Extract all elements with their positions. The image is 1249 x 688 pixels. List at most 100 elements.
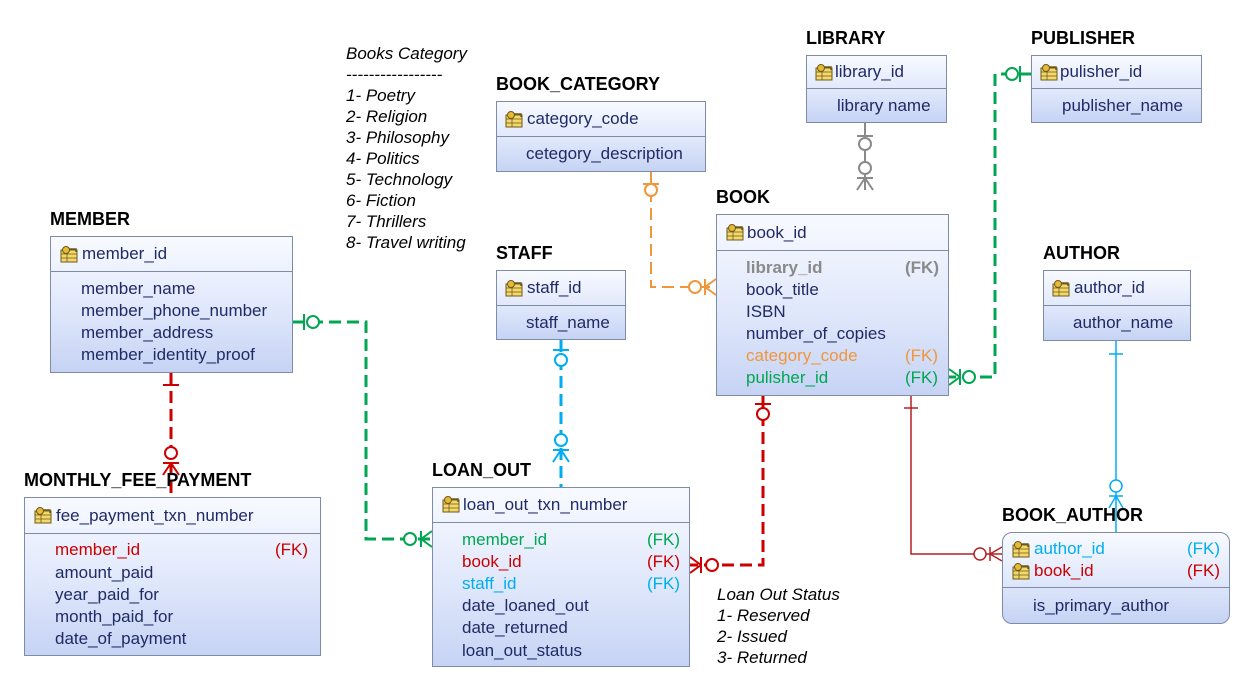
note-item: 1- Poetry <box>346 86 415 105</box>
note-item: 1- Reserved <box>717 606 810 625</box>
attr-member-name: member_name <box>81 279 196 298</box>
entity-title: STAFF <box>496 243 553 263</box>
fk-tag-author: (FK) <box>1187 539 1221 558</box>
attr-staff-name: staff_name <box>526 313 610 332</box>
entity-library[interactable]: LIBRARY library_id library name <box>806 28 947 123</box>
pk-category-code: category_code <box>527 109 639 128</box>
pk-fk-author-id: author_id <box>1034 539 1105 558</box>
note-books-category: Books Category ----------------- 1- Poet… <box>346 43 467 253</box>
key-table-icon <box>1012 563 1030 580</box>
fk-tag-staff: (FK) <box>647 574 681 593</box>
rel-book-loan <box>689 396 771 574</box>
entity-loan-out[interactable]: LOAN_OUT loan_out_txn_number member_id (… <box>432 460 690 667</box>
attr-date-loaned-out: date_loaned_out <box>462 596 589 615</box>
rel-category-book <box>643 172 717 296</box>
attr-date-of-payment: date_of_payment <box>55 629 187 648</box>
entity-title: BOOK_AUTHOR <box>1002 505 1144 525</box>
key-table-icon <box>505 111 523 128</box>
attr-year-paid-for: year_paid_for <box>55 585 159 604</box>
fk-tag-book: (FK) <box>1187 561 1221 580</box>
key-table-icon <box>442 496 460 513</box>
entity-member[interactable]: MEMBER member_id member_name member_phon… <box>50 209 293 373</box>
note-item: 8- Travel writing <box>346 233 466 252</box>
note-item: 3- Philosophy <box>346 128 450 147</box>
attr-date-returned: date_returned <box>462 618 568 637</box>
fk-book-id: book_id <box>462 552 522 571</box>
attr-number-of-copies: number_of_copies <box>746 324 886 343</box>
rel-member-fee <box>162 373 180 497</box>
note-loan-out-status: Loan Out Status 1- Reserved 2- Issued 3-… <box>717 584 840 668</box>
entity-publisher[interactable]: PUBLISHER pulisher_id publisher_name <box>1031 28 1202 123</box>
entity-book-category[interactable]: BOOK_CATEGORY category_code cetegory_des… <box>496 74 706 172</box>
pk-loan-out-txn-number: loan_out_txn_number <box>463 495 628 514</box>
attr-month-paid-for: month_paid_for <box>55 607 174 626</box>
note-title: Loan Out Status <box>717 585 840 604</box>
attr-member-phone-number: member_phone_number <box>81 301 268 320</box>
entity-title: BOOK_CATEGORY <box>496 74 661 94</box>
rel-author-bookauthor <box>1108 341 1124 532</box>
entity-title: PUBLISHER <box>1031 28 1136 48</box>
key-table-icon <box>815 64 833 81</box>
entity-author[interactable]: AUTHOR author_id author_name <box>1043 243 1191 341</box>
entity-title: BOOK <box>716 187 770 207</box>
attr-loan-out-status: loan_out_status <box>462 641 583 660</box>
key-table-icon <box>726 224 744 241</box>
note-item: 5- Technology <box>346 170 453 189</box>
pk-publisher-id: pulisher_id <box>1060 62 1143 81</box>
rel-member-loan <box>293 314 433 548</box>
pk-staff-id: staff_id <box>527 278 582 297</box>
fk-member-id: member_id <box>55 540 141 559</box>
key-table-icon <box>1040 64 1058 81</box>
entity-title: MEMBER <box>50 209 130 229</box>
entity-staff[interactable]: STAFF staff_id staff_name <box>496 243 626 340</box>
fk-member-id: member_id <box>462 530 548 549</box>
key-table-icon <box>60 246 78 263</box>
pk-fee-payment-txn-number: fee_payment_txn_number <box>56 506 254 525</box>
pk-member-id: member_id <box>82 244 168 263</box>
rel-staff-loan <box>552 340 570 487</box>
pk-fk-book-id: book_id <box>1034 561 1094 580</box>
note-item: 7- Thrillers <box>346 212 427 231</box>
key-table-icon <box>34 507 52 524</box>
rel-publisher-book <box>948 66 1031 386</box>
note-item: 3- Returned <box>717 648 807 667</box>
note-rule: ----------------- <box>346 65 443 84</box>
note-item: 6- Fiction <box>346 191 416 210</box>
fk-staff-id: staff_id <box>462 574 517 593</box>
attr-is-primary-author: is_primary_author <box>1033 596 1170 615</box>
attr-author-name: author_name <box>1073 313 1174 332</box>
fk-tag-publisher: (FK) <box>905 368 939 387</box>
attr-category-description: cetegory_description <box>526 144 683 163</box>
note-title: Books Category <box>346 44 467 63</box>
note-item: 2- Issued <box>717 627 787 646</box>
entity-book-author[interactable]: BOOK_AUTHOR author_id (FK) book_id (FK) … <box>1002 505 1230 624</box>
fk-tag-member: (FK) <box>275 540 309 559</box>
entity-title: LOAN_OUT <box>432 460 531 480</box>
entity-title: MONTHLY_FEE_PAYMENT <box>24 470 252 490</box>
fk-tag-member: (FK) <box>647 530 681 549</box>
fk-library-id: library_id <box>746 258 823 277</box>
note-item: 4- Politics <box>346 149 420 168</box>
attr-amount-paid: amount_paid <box>55 563 154 582</box>
entity-monthly-fee-payment[interactable]: MONTHLY_FEE_PAYMENT fee_payment_txn_numb… <box>24 470 321 656</box>
fk-category-code: category_code <box>746 346 858 365</box>
pk-book-id: book_id <box>747 223 807 242</box>
entity-title: AUTHOR <box>1043 243 1120 263</box>
pk-author-id: author_id <box>1074 278 1145 297</box>
attr-member-address: member_address <box>81 323 214 342</box>
attr-book-title: book_title <box>746 280 819 299</box>
attr-isbn: ISBN <box>746 302 786 321</box>
attr-library-name: library name <box>837 96 931 115</box>
pk-library-id: library_id <box>835 62 904 81</box>
attr-member-identity-proof: member_identity_proof <box>81 345 255 364</box>
key-table-icon <box>1052 280 1070 297</box>
key-table-icon <box>505 280 523 297</box>
fk-publisher-id: pulisher_id <box>746 368 829 387</box>
entity-title: LIBRARY <box>806 28 886 48</box>
rel-library-book <box>856 123 874 191</box>
fk-tag-library: (FK) <box>905 258 939 277</box>
entity-book[interactable]: BOOK book_id library_id (FK) book_title … <box>716 187 949 396</box>
note-item: 2- Religion <box>346 107 428 126</box>
fk-tag-book: (FK) <box>647 552 681 571</box>
